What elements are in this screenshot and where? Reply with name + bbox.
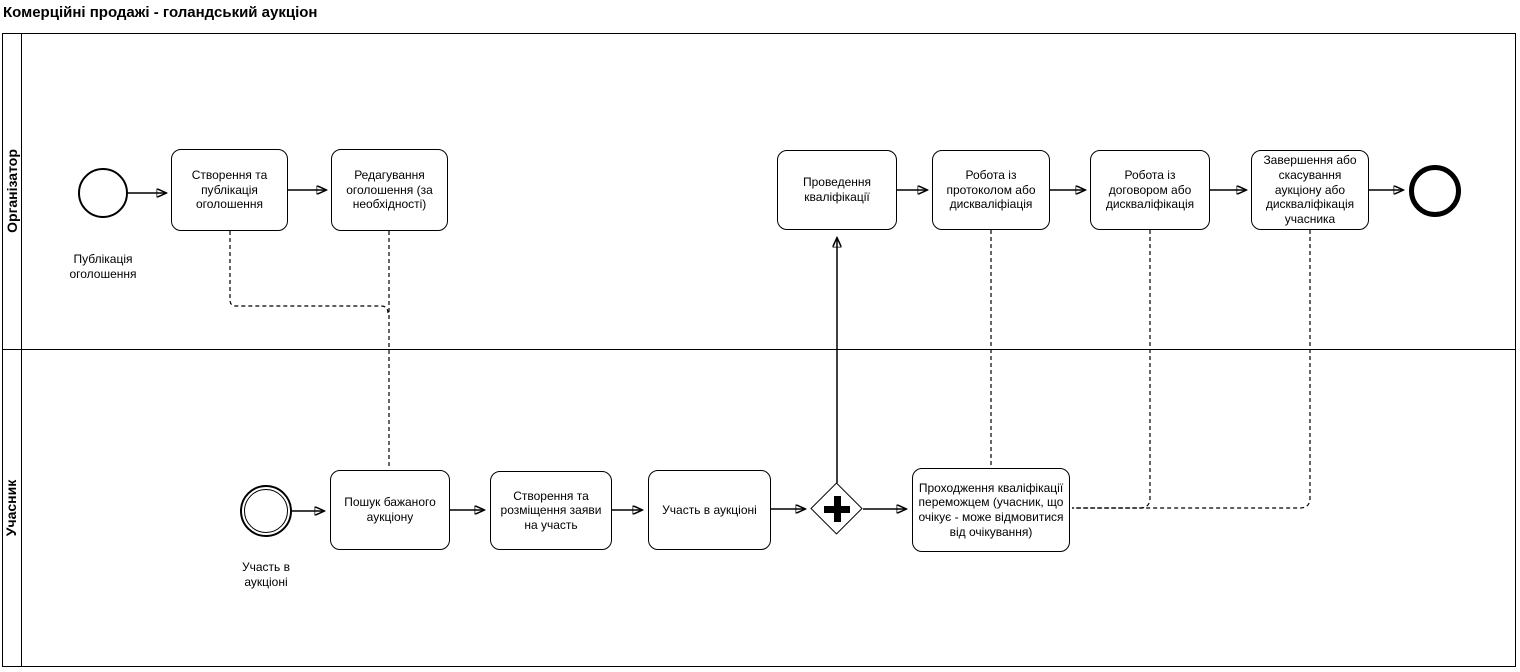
task-participate-in-auction: Участь в аукціоні bbox=[648, 470, 771, 550]
task-conduct-qualification: Проведення кваліфікації bbox=[777, 150, 897, 230]
task-protocol-or-disqualification: Робота із протоколом або дискваліфіація bbox=[932, 150, 1050, 230]
task-create-participation-request: Створення та розміщення заяви на участь bbox=[490, 471, 612, 550]
task-winner-qualification-passing: Проходження кваліфікації переможцем (уча… bbox=[912, 468, 1070, 552]
start-event-participate-inner-ring bbox=[244, 489, 288, 533]
end-event bbox=[1409, 165, 1461, 217]
diagram-title: Комерційні продажі - голандський аукціон bbox=[3, 4, 318, 21]
lane-divider bbox=[2, 349, 1516, 350]
parallel-gateway bbox=[810, 482, 863, 535]
task-create-publish-announcement: Створення та публікація оголошення bbox=[171, 149, 288, 231]
task-contract-or-disqualification: Робота із договором або дискваліфікація bbox=[1090, 150, 1210, 230]
lane-participant-header: Учасник bbox=[2, 349, 22, 667]
lane-organizer-header: Організатор bbox=[2, 33, 22, 349]
lane-organizer-label: Організатор bbox=[3, 149, 20, 233]
task-finish-or-cancel-auction: Завершення або скасування аукціону або д… bbox=[1251, 150, 1369, 230]
start-event-participate-label: Участь в аукціоні bbox=[241, 560, 290, 589]
lane-participant-label: Учасник bbox=[3, 479, 20, 537]
task-edit-announcement: Редагування оголошення (за необхідності) bbox=[331, 149, 448, 231]
pool bbox=[2, 33, 1516, 667]
start-event-participate bbox=[240, 485, 292, 537]
start-event-publish-label: Публікація оголошення bbox=[69, 252, 137, 281]
gateway-plus-icon bbox=[833, 496, 841, 522]
task-search-auction: Пошук бажаного аукціону bbox=[330, 470, 450, 550]
start-event-publish bbox=[78, 168, 128, 218]
